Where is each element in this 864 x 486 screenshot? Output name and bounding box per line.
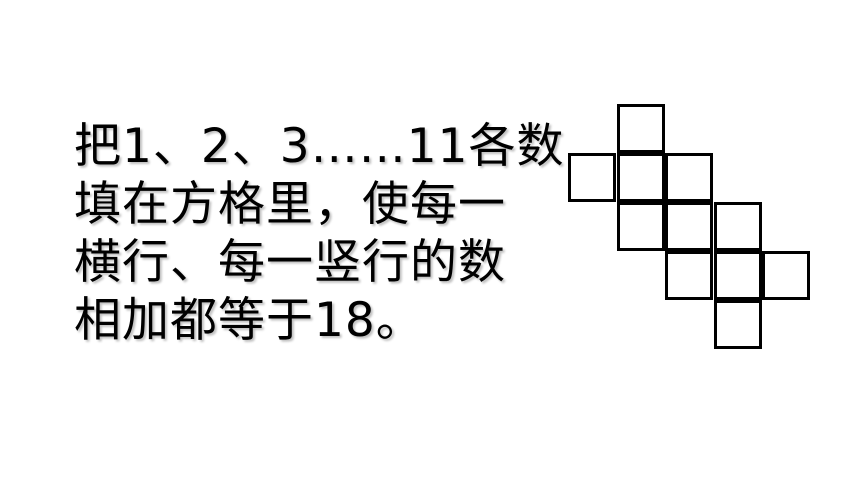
grid-cell xyxy=(762,251,810,300)
grid-cell xyxy=(713,300,762,349)
grid-cell xyxy=(713,251,762,300)
grid-cell xyxy=(568,153,616,202)
grid-cell xyxy=(616,153,665,202)
problem-line-3: 横行、每一竖行的数 xyxy=(74,235,506,290)
problem-line-4: 相加都等于18。 xyxy=(74,293,424,348)
problem-line-1: 把1、2、3……11各数 xyxy=(74,119,565,174)
grid-cell xyxy=(616,104,665,153)
grid-cell xyxy=(665,251,713,300)
problem-statement: 把1、2、3……11各数 填在方格里，使每一 横行、每一竖行的数 相加都等于18… xyxy=(74,118,565,350)
grid-cell xyxy=(713,202,762,251)
grid-cell xyxy=(616,202,665,251)
problem-line-2: 填在方格里，使每一 xyxy=(74,177,506,232)
grid-cell xyxy=(665,202,713,251)
grid-cell xyxy=(665,153,713,202)
